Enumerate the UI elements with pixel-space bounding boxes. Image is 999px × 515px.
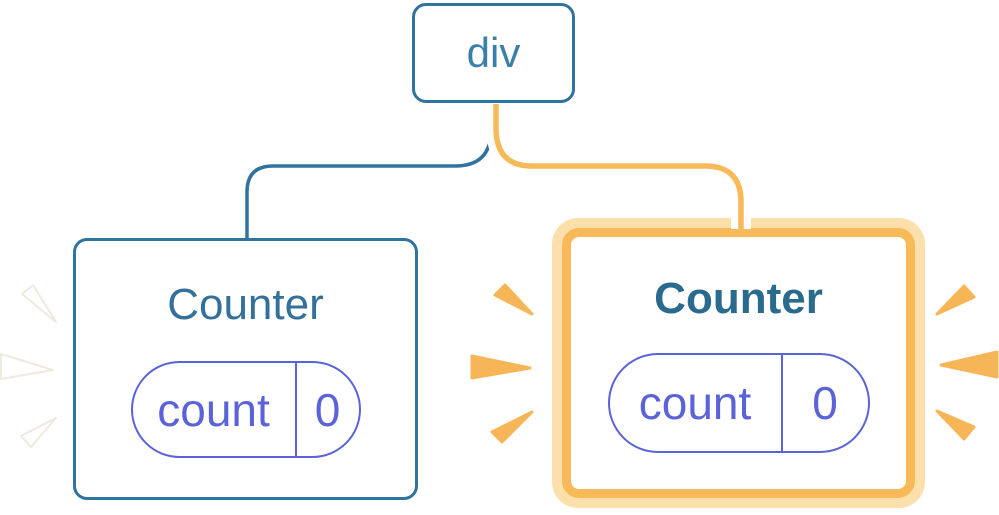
burst-ray-icon <box>939 350 999 379</box>
burst-ray-icon <box>490 410 534 444</box>
burst-ray-icon <box>20 417 57 448</box>
burst-ray-icon <box>935 409 976 441</box>
counter-title: Counter <box>167 280 324 329</box>
edge-casing <box>486 104 751 229</box>
counter-card-right-highlight-ring: Counter count 0 <box>552 218 925 508</box>
render-flash-left-faded <box>0 284 57 448</box>
burst-ray-icon <box>21 284 57 323</box>
tree-node-div: div <box>412 3 575 103</box>
counter-title: Counter <box>654 274 823 323</box>
edge-div-to-right-counter <box>493 104 744 236</box>
burst-ray-icon <box>0 353 54 380</box>
burst-ray-icon <box>935 284 976 316</box>
state-value: 0 <box>812 377 838 430</box>
burst-ray-icon <box>470 354 532 380</box>
counter-card-left: Counter count 0 <box>73 238 418 500</box>
state-pill: count 0 <box>130 361 361 459</box>
state-key: count <box>133 363 297 457</box>
burst-ray-icon <box>493 283 534 316</box>
div-node-label: div <box>466 29 521 76</box>
counter-card-right: Counter count 0 <box>562 228 915 498</box>
state-value: 0 <box>314 383 341 436</box>
edge-div-to-left-counter <box>245 104 493 240</box>
state-pill: count 0 <box>607 353 870 454</box>
state-key: count <box>610 355 783 452</box>
